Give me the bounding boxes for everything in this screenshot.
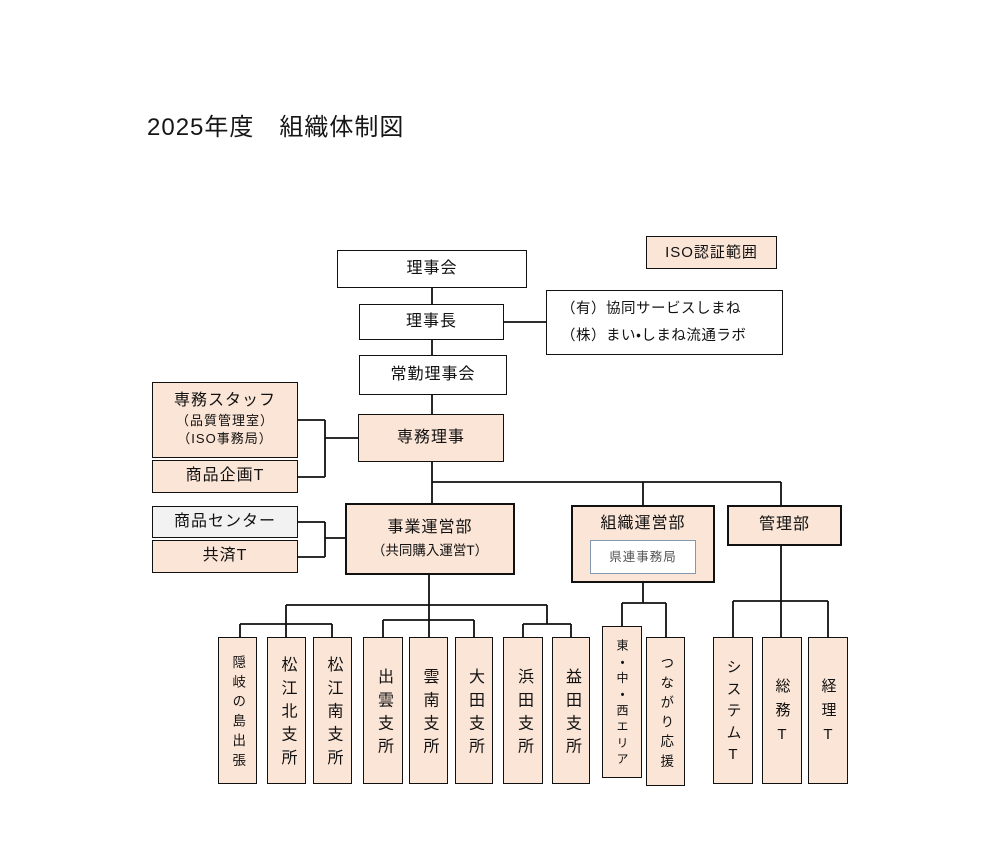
director-staff-sub-1: （品質管理室） xyxy=(175,412,274,428)
node-kenren-jimukyoku: 県連事務局 xyxy=(590,539,696,574)
node-product-planning: 商品企画T xyxy=(152,460,298,493)
affiliate-line-1: （有）協同サービスしまね xyxy=(561,301,741,318)
node-director-staff: 専務スタッフ （品質管理室） （ISO事務局） xyxy=(152,382,298,458)
line-admin-teams xyxy=(732,546,829,638)
page-title: 2025年度 組織体制図 xyxy=(147,114,405,141)
node-branch-matsue-kita: 松江北支所 xyxy=(267,637,306,784)
node-administration: 管理部 xyxy=(727,505,842,546)
node-chairman: 理事長 xyxy=(359,304,504,340)
node-team-system: システムT xyxy=(713,637,753,784)
node-board: 理事会 xyxy=(337,250,527,288)
director-staff-title: 専務スタッフ xyxy=(173,391,276,409)
node-branch-matsue-minami: 松江南支所 xyxy=(313,637,352,784)
line-staff-bracket xyxy=(296,419,358,478)
line-center-bracket xyxy=(296,521,345,558)
node-unit-east-central-west-area: 東・中・西エリア xyxy=(602,626,642,778)
node-branch-masuda: 益田支所 xyxy=(552,637,590,784)
node-team-keiri: 経理T xyxy=(808,637,848,784)
node-branch-hamada: 浜田支所 xyxy=(503,637,543,784)
organization-operations-title: 組織運営部 xyxy=(600,515,686,532)
node-product-center: 商品センター xyxy=(152,506,298,538)
node-managing-director: 専務理事 xyxy=(358,414,504,462)
node-business-operations: 事業運営部 （共同購入運営T） xyxy=(345,503,515,575)
line-branches xyxy=(239,575,572,638)
node-unit-tsunagari-ouen: つながり応援 xyxy=(646,637,685,786)
node-organization-operations: 組織運営部 県連事務局 xyxy=(571,505,715,583)
node-team-soumu: 総務T xyxy=(762,637,802,784)
business-operations-sub: （共同購入運営T） xyxy=(371,543,489,559)
node-branch-izumo: 出雲支所 xyxy=(363,637,403,784)
node-standing-board: 常勤理事会 xyxy=(359,355,507,395)
node-branch-oda: 大田支所 xyxy=(455,637,493,784)
line-org-units xyxy=(621,583,667,638)
director-staff-sub-2: （ISO事務局） xyxy=(177,431,273,447)
node-branch-oki-no-shima: 隠岐の島出張 xyxy=(218,637,257,784)
legend-iso-scope: ISO認証範囲 xyxy=(646,236,777,269)
node-mutual-aid: 共済T xyxy=(152,540,298,573)
node-branch-unnan: 雲南支所 xyxy=(409,637,448,784)
node-affiliates: （有）協同サービスしまね （株）まい・しまね流通ラボ xyxy=(546,290,783,355)
affiliate-line-2: （株）まい・しまね流通ラボ xyxy=(561,327,747,344)
line-senmu-depts xyxy=(431,462,782,505)
business-operations-title: 事業運営部 xyxy=(387,519,473,537)
